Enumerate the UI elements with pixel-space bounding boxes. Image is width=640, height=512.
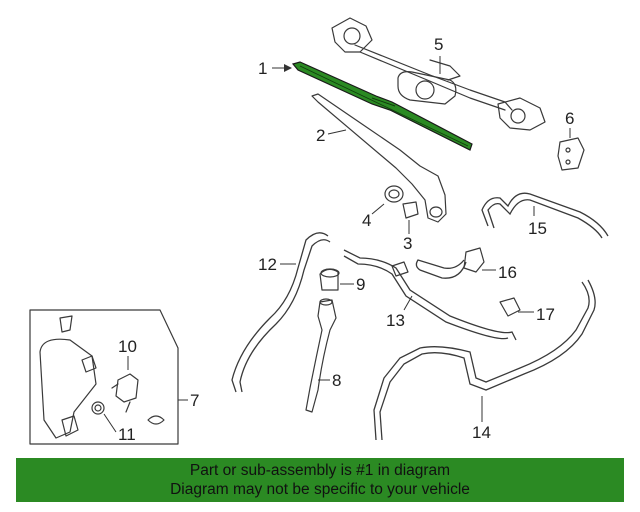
callout-6: 6 [565,109,574,138]
hose-12[interactable] [231,232,331,393]
callout-16: 16 [482,263,517,282]
wiper-blade-highlight[interactable] [291,61,473,151]
filler-cap[interactable] [319,268,340,291]
svg-text:7: 7 [190,391,199,410]
svg-text:2: 2 [316,126,325,145]
svg-text:10: 10 [118,337,137,356]
callout-8: 8 [318,371,341,390]
svg-text:1: 1 [258,59,267,78]
svg-text:9: 9 [356,275,365,294]
hose-14[interactable] [373,279,596,441]
arm-nut[interactable] [384,185,404,203]
svg-text:4: 4 [362,211,371,230]
callout-13: 13 [386,295,413,330]
bracket[interactable] [557,137,585,171]
svg-text:17: 17 [536,305,555,324]
clip-17[interactable] [499,297,521,317]
svg-text:8: 8 [332,371,341,390]
washer-pump[interactable] [111,373,139,413]
small-clip[interactable] [147,415,165,425]
svg-text:13: 13 [386,311,405,330]
parts-diagram: 1 2 3 4 5 6 7 8 9 10 11 12 [29,17,609,445]
svg-text:6: 6 [565,109,574,128]
banner-line-1: Part or sub-assembly is #1 in diagram [189,462,451,479]
banner-line-2: Diagram may not be specific to your vehi… [170,481,470,498]
callout-9: 9 [340,275,365,294]
hose-13[interactable] [343,249,517,341]
callout-3: 3 [403,220,412,253]
wiper-arm[interactable] [311,93,447,223]
hose-15[interactable] [481,192,609,239]
callout-11: 11 [103,413,136,444]
callout-5: 5 [434,35,443,74]
info-banner: Part or sub-assembly is #1 in diagram Di… [16,458,624,502]
callout-4: 4 [362,203,385,230]
callout-7: 7 [190,391,199,410]
callout-17: 17 [518,305,555,324]
svg-text:11: 11 [118,425,136,444]
svg-text:12: 12 [258,255,277,274]
svg-text:5: 5 [434,35,443,54]
washer-reservoir[interactable] [39,315,97,439]
callout-10: 10 [118,337,137,370]
callout-2: 2 [316,126,347,145]
filler-neck[interactable] [305,298,337,413]
callout-14: 14 [472,396,491,442]
svg-text:15: 15 [528,219,547,238]
svg-text:3: 3 [403,234,412,253]
svg-text:14: 14 [472,423,491,442]
connector-16[interactable] [415,247,485,279]
arm-cap[interactable] [402,201,419,219]
callout-15: 15 [528,206,547,238]
reservoir-assembly-box [29,309,188,445]
pump-grommet[interactable] [91,401,105,415]
callout-12: 12 [258,255,296,274]
callout-1: 1 [258,59,292,78]
wiper-linkage-motor[interactable] [331,17,546,131]
svg-text:16: 16 [498,263,517,282]
